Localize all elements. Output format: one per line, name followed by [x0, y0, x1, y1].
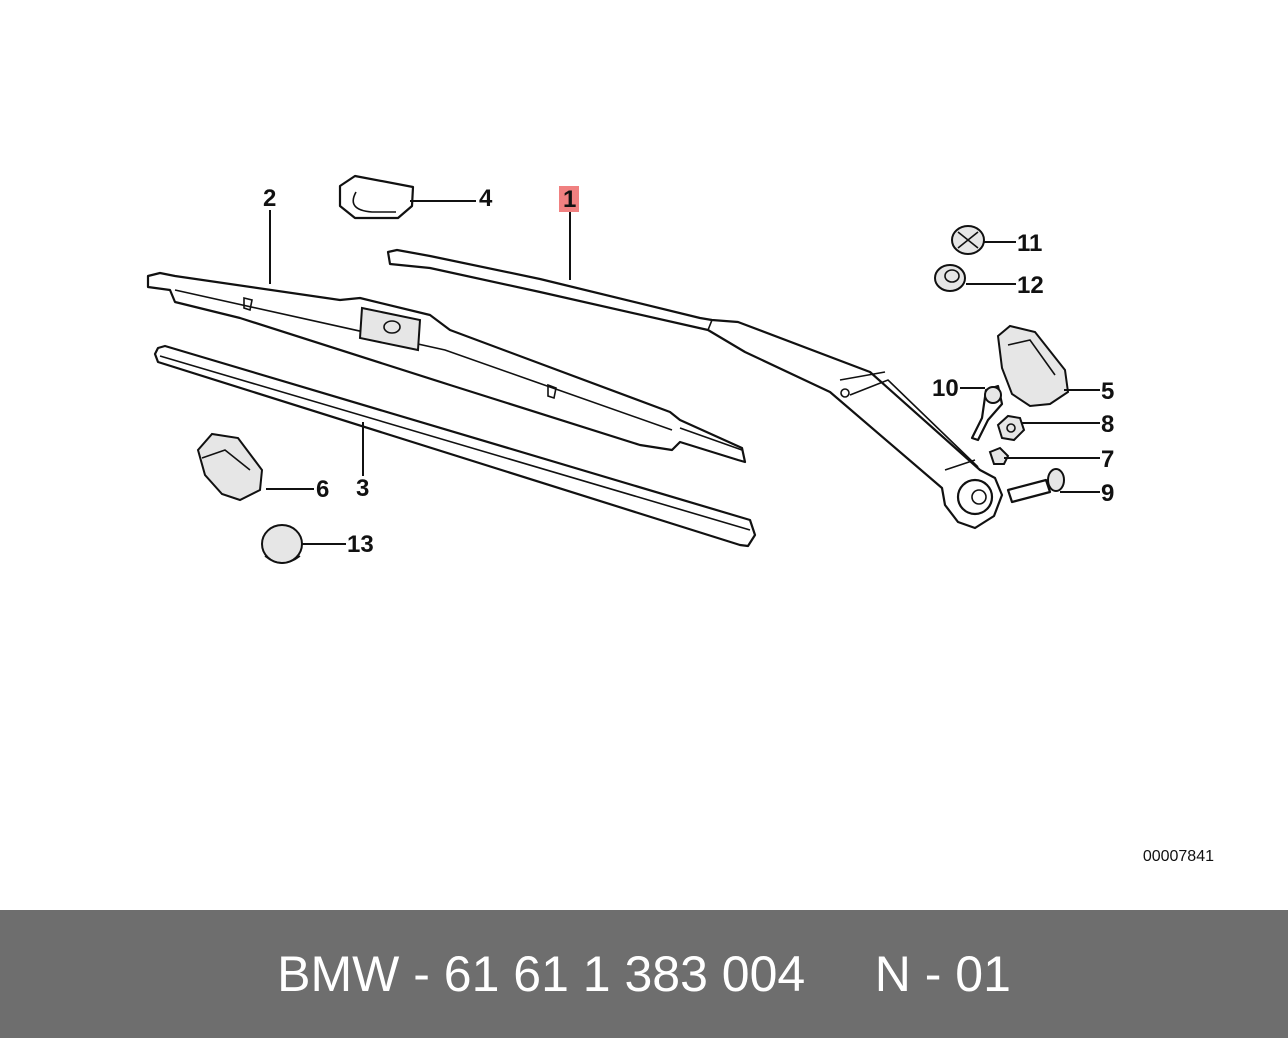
callout-6[interactable]: 6	[316, 476, 329, 503]
callout-10[interactable]: 10	[932, 375, 959, 402]
callout-9[interactable]: 9	[1101, 480, 1114, 507]
parts-diagram: 1 2 3 4 5 6 7 8 9 10 11 12 13 00007841	[146, 174, 1214, 865]
callout-13[interactable]: 13	[347, 531, 374, 558]
callout-4[interactable]: 4	[479, 185, 493, 212]
wiper-rubber-part-3[interactable]	[153, 344, 757, 548]
nut-part-11[interactable]	[951, 225, 985, 255]
callout-2[interactable]: 2	[263, 185, 276, 212]
sleeve-part-12[interactable]	[934, 264, 966, 292]
brand-label: BMW	[277, 946, 400, 1002]
drawing-number: 00007841	[1142, 848, 1214, 865]
callout-5[interactable]: 5	[1101, 378, 1114, 405]
round-cap-part-13[interactable]	[261, 524, 303, 564]
position-separator: -	[924, 946, 942, 1002]
part-number-footer: BMW - 61 61 1 383 004 N - 01	[0, 910, 1288, 1038]
cap-part-6[interactable]	[196, 432, 264, 502]
callout-labels: 1 2 3 4 5 6 7 8 9 10 11 12 13	[263, 185, 1114, 558]
exploded-view-drawing: 1 2 3 4 5 6 7 8 9 10 11 12 13	[146, 174, 1114, 564]
callout-8[interactable]: 8	[1101, 411, 1114, 438]
part-number: 61 61 1 383 004	[443, 946, 806, 1002]
footer-separator: -	[413, 946, 430, 1002]
screw-part-9[interactable]	[1006, 468, 1065, 504]
cover-cap-part-5[interactable]	[996, 324, 1070, 408]
position-number: 01	[955, 946, 1011, 1002]
washer-part-7[interactable]	[988, 446, 1010, 465]
bolt-part-10[interactable]	[970, 384, 1004, 442]
clip-part-4[interactable]	[338, 174, 415, 220]
leader-lines	[266, 200, 1100, 545]
wiper-blade-part-2[interactable]	[146, 271, 747, 464]
callout-3[interactable]: 3	[356, 475, 369, 502]
callout-1[interactable]: 1	[563, 186, 576, 213]
callout-12[interactable]: 12	[1017, 272, 1044, 299]
hex-nut-part-8[interactable]	[996, 414, 1026, 442]
callout-highlight	[559, 186, 579, 212]
position-label: N	[874, 946, 911, 1002]
wiper-arm-part-1[interactable]	[386, 248, 1004, 530]
callout-11[interactable]: 11	[1017, 230, 1042, 257]
callout-7[interactable]: 7	[1101, 446, 1114, 473]
